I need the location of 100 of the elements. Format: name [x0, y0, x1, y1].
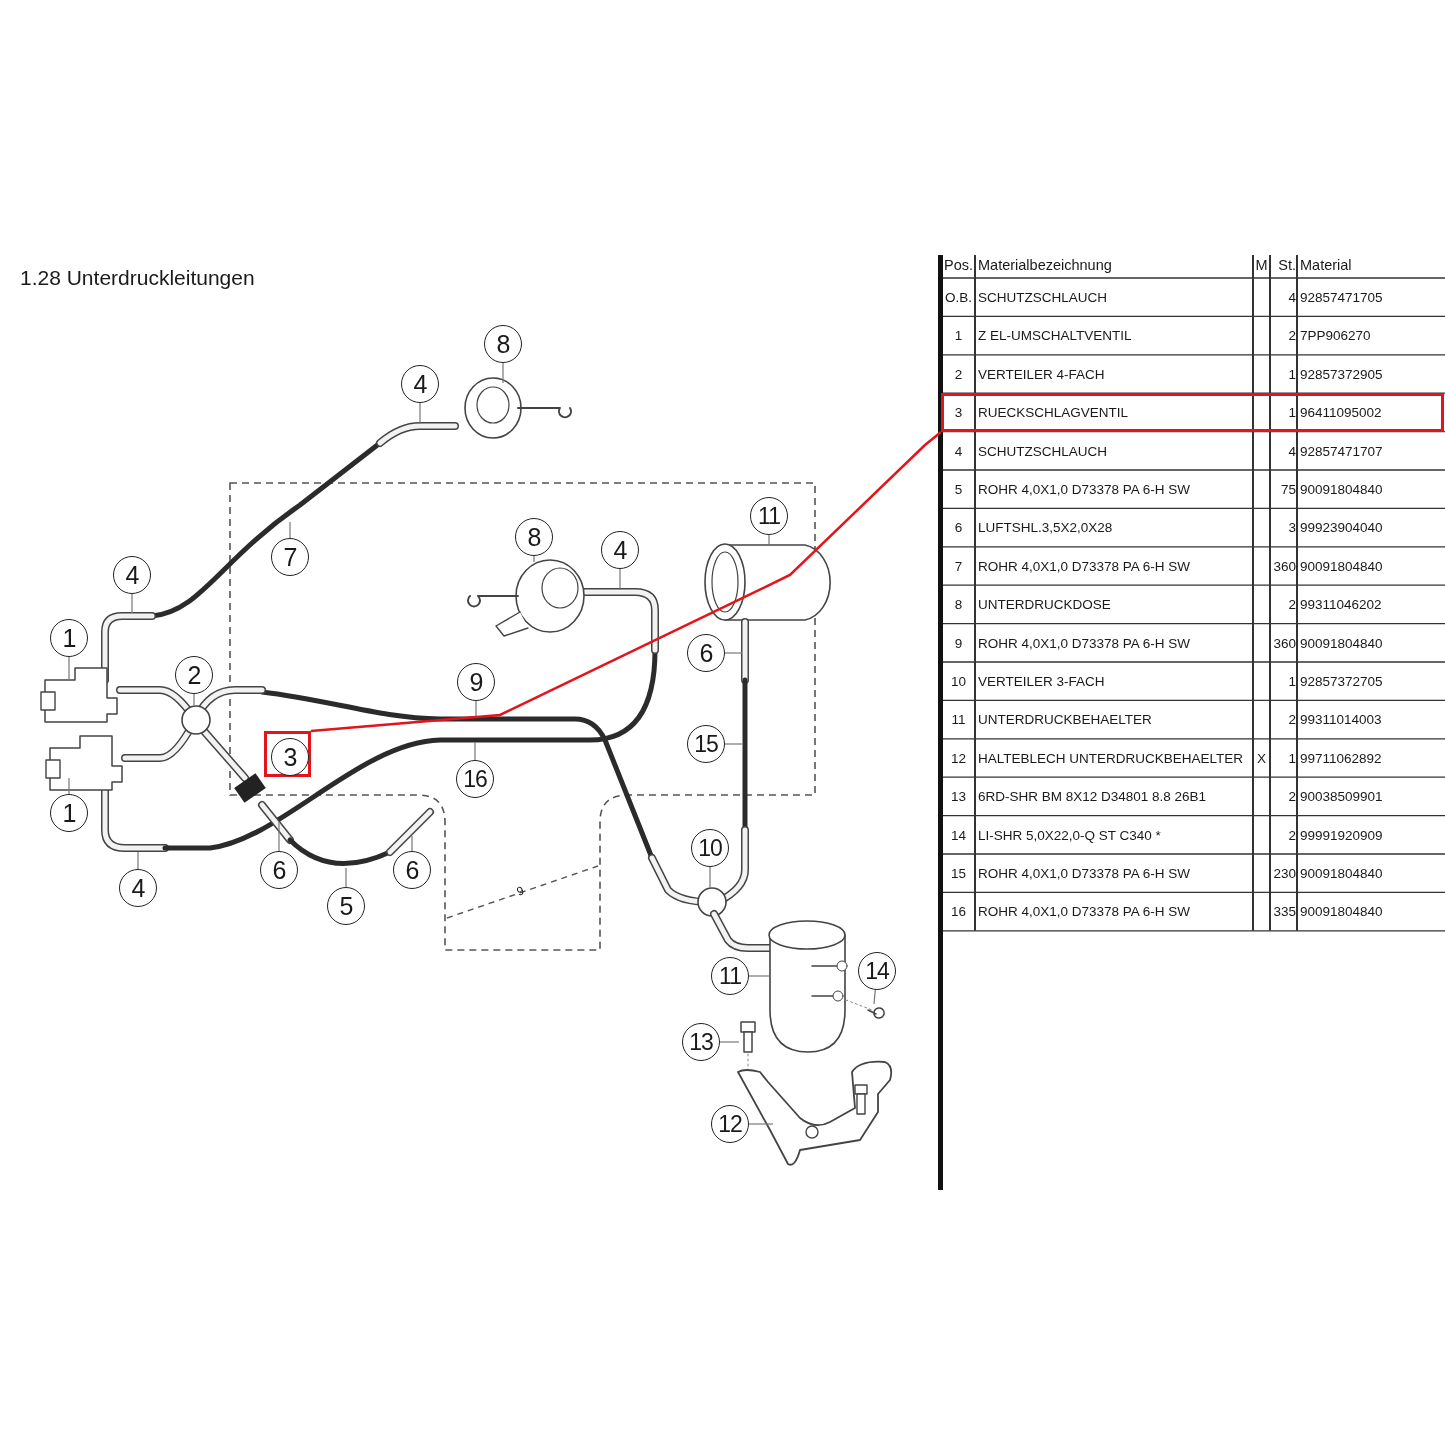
leader-line — [278, 821, 280, 852]
position-number: 5 — [953, 482, 964, 498]
part-number: 90091804840 — [1300, 635, 1384, 652]
callout-number: 11 — [750, 497, 788, 535]
quantity: 335 — [1272, 904, 1296, 921]
leader-line — [131, 593, 133, 614]
quantity: 75 — [1279, 482, 1296, 498]
quantity: 4 — [1287, 443, 1296, 460]
leader-line — [68, 777, 70, 795]
callout-number: 12 — [711, 1105, 749, 1143]
part-number: 92857372905 — [1300, 366, 1384, 383]
callout-number: 15 — [687, 725, 725, 763]
part-number: 90091804840 — [1300, 866, 1384, 882]
dimension-mark: 9 — [514, 882, 527, 900]
part-description: ROHR 4,0X1,0 D73378 PA 6-H SW — [978, 866, 1192, 882]
quantity: 230 — [1272, 866, 1296, 882]
callout-number: 6 — [687, 634, 725, 672]
column-header: Pos. — [943, 257, 974, 273]
part-description: VERTEILER 4-FACH — [978, 366, 1106, 383]
quantity: 360 — [1272, 635, 1296, 652]
column-header: St. — [1277, 257, 1296, 273]
leader-line — [193, 693, 195, 706]
quantity: 1 — [1287, 674, 1296, 690]
quantity: 2 — [1287, 597, 1296, 614]
part-description: RUECKSCHLAGVENTIL — [978, 405, 1130, 422]
quantity: 3 — [1287, 520, 1296, 537]
callout-number: 4 — [113, 556, 151, 594]
leader-line — [748, 1123, 774, 1125]
callout-number: 14 — [858, 952, 896, 990]
part-description: Z EL-UMSCHALTVENTIL — [978, 328, 1133, 345]
callout-number: 1 — [50, 619, 88, 657]
callout-number: 4 — [119, 869, 157, 907]
leader-line — [137, 851, 139, 870]
leader-line — [419, 402, 421, 425]
leader-line — [411, 835, 413, 852]
column-header: M — [1254, 257, 1269, 273]
callout-number: 5 — [327, 887, 365, 925]
diagram-title: 1.28 Unterdruckleitungen — [20, 266, 255, 290]
quantity: 4 — [1287, 290, 1296, 306]
part-number: 7PP906270 — [1300, 328, 1372, 345]
highlight-frame — [264, 731, 311, 777]
callout-number: 7 — [271, 538, 309, 576]
part-number: 90091804840 — [1300, 558, 1384, 575]
part-description: ROHR 4,0X1,0 D73378 PA 6-H SW — [978, 635, 1192, 652]
part-description: ROHR 4,0X1,0 D73378 PA 6-H SW — [978, 558, 1192, 575]
part-description: VERTEILER 3-FACH — [978, 674, 1106, 690]
part-number: 92857372705 — [1300, 674, 1384, 690]
part-number: 90091804840 — [1300, 904, 1384, 921]
part-number: 99991920909 — [1300, 827, 1384, 844]
leader-line — [289, 521, 291, 539]
part-description: UNTERDRUCKBEHAELTER — [978, 712, 1153, 729]
callout-number: 13 — [682, 1023, 720, 1061]
connector-line — [310, 431, 942, 733]
callout-number: 11 — [711, 957, 749, 995]
part-description: 6RD-SHR BM 8X12 D34801 8.8 26B1 — [978, 789, 1208, 806]
leader-line — [724, 652, 743, 654]
position-number: 8 — [953, 597, 964, 614]
part-description: HALTEBLECH UNTERDRUCKBEHAELTER — [978, 750, 1245, 767]
quantity: 360 — [1272, 558, 1296, 575]
position-number: 13 — [950, 789, 967, 806]
leader-line — [502, 362, 504, 384]
leader-line — [345, 867, 347, 888]
position-number: 11 — [950, 712, 967, 729]
part-number: 99311046202 — [1300, 597, 1383, 614]
part-number: 92857471705 — [1300, 290, 1384, 306]
position-number: 15 — [950, 866, 967, 882]
part-number: 96411095002 — [1300, 405, 1383, 422]
leader-line — [724, 743, 743, 745]
position-number: 1 — [953, 328, 964, 345]
column-header: Materialbezeichnung — [978, 257, 1113, 273]
quantity: 2 — [1287, 789, 1296, 806]
callout-number: 4 — [401, 365, 439, 403]
leader-line — [619, 568, 621, 591]
part-description: ROHR 4,0X1,0 D73378 PA 6-H SW — [978, 482, 1192, 498]
part-number: 90091804840 — [1300, 482, 1384, 498]
position-number: 3 — [953, 405, 964, 422]
callout-number: 8 — [484, 325, 522, 363]
position-number: 10 — [950, 674, 967, 690]
callout-number: 10 — [691, 829, 729, 867]
quantity: 1 — [1287, 366, 1296, 383]
position-number: 9 — [953, 635, 964, 652]
part-number: 90038509901 — [1300, 789, 1384, 806]
leader-line — [68, 656, 70, 681]
quantity: 1 — [1287, 405, 1296, 422]
leader-line — [748, 975, 770, 977]
callout-number: 8 — [515, 518, 553, 556]
column-header: Material — [1300, 257, 1353, 273]
callout-number: 4 — [601, 531, 639, 569]
callout-number: 6 — [260, 851, 298, 889]
leader-line — [475, 700, 477, 719]
part-description: UNTERDRUCKDOSE — [978, 597, 1112, 614]
position-number: 7 — [953, 558, 964, 575]
part-number: 99711062892 — [1300, 750, 1383, 767]
part-description: ROHR 4,0X1,0 D73378 PA 6-H SW — [978, 904, 1192, 921]
position-number: 4 — [953, 443, 964, 460]
position-number: 2 — [953, 366, 964, 383]
callout-number: 2 — [175, 656, 213, 694]
part-number: 99311014003 — [1300, 712, 1383, 729]
quantity: 2 — [1287, 712, 1296, 729]
callout-number: 1 — [50, 794, 88, 832]
